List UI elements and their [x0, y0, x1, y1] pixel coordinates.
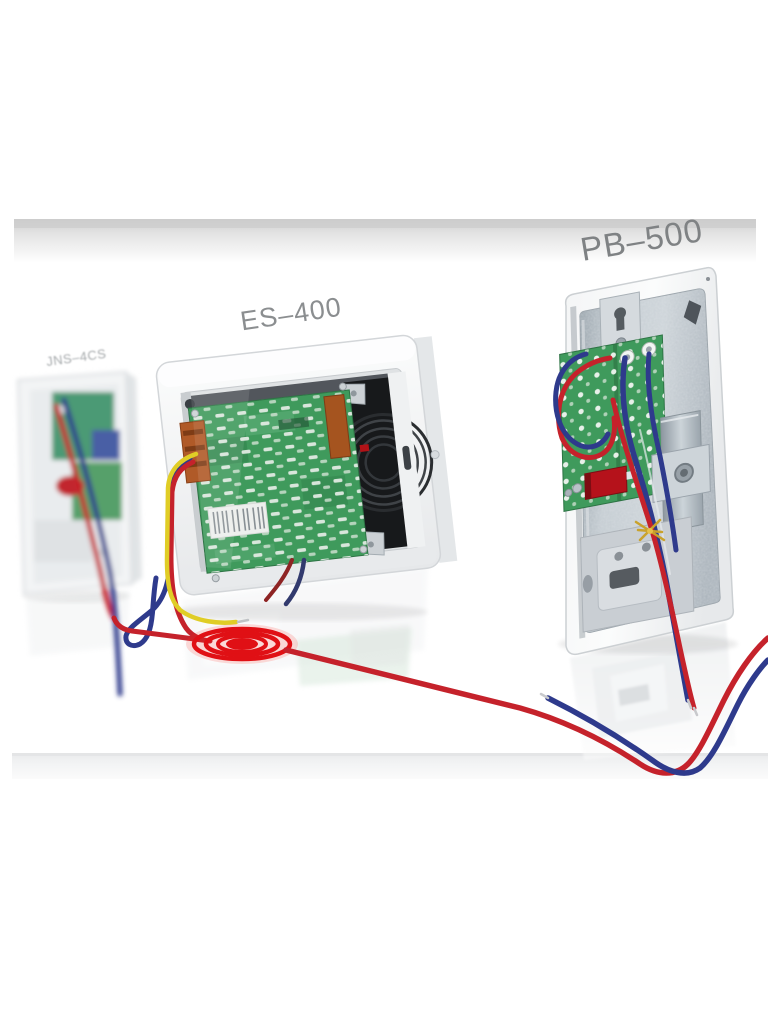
barcode-label	[207, 501, 270, 540]
wire-blue-sweep	[545, 657, 768, 776]
gold-twist-tie	[634, 518, 666, 542]
pb-wire-bare-tips	[686, 698, 699, 717]
floor-wires	[283, 635, 768, 776]
panel-hole	[683, 300, 702, 325]
wire-es-maroon	[264, 558, 294, 602]
latch-slot	[402, 445, 412, 470]
red-switch	[564, 465, 637, 501]
device-es-400	[155, 334, 458, 596]
wire-pb-red-main	[610, 397, 697, 711]
strike-plate	[580, 516, 695, 633]
wire-es-red	[168, 459, 211, 644]
wire-pb-blue-loop	[553, 351, 611, 450]
reflections	[22, 566, 738, 760]
wire-es-navy	[283, 557, 307, 607]
es-wires	[123, 451, 307, 649]
wire-yellow	[164, 451, 239, 625]
terminal-block-right	[323, 394, 352, 459]
wire-coil	[111, 615, 298, 664]
blue-wire-bare-tip	[539, 692, 550, 700]
backdrop-bands	[12, 219, 768, 779]
wire-red-sweep	[283, 635, 768, 776]
device-jns-4cs	[16, 370, 142, 697]
wire-jns-blue	[61, 397, 123, 697]
es-circuit-board	[179, 382, 369, 583]
mount-hole	[184, 399, 195, 410]
yellow-wire-bare-tip	[236, 618, 250, 624]
wire-pb-red-loop	[556, 355, 617, 460]
pb-wires	[553, 351, 699, 717]
device-pb-500	[559, 266, 735, 656]
wire-jns-red	[53, 403, 117, 621]
